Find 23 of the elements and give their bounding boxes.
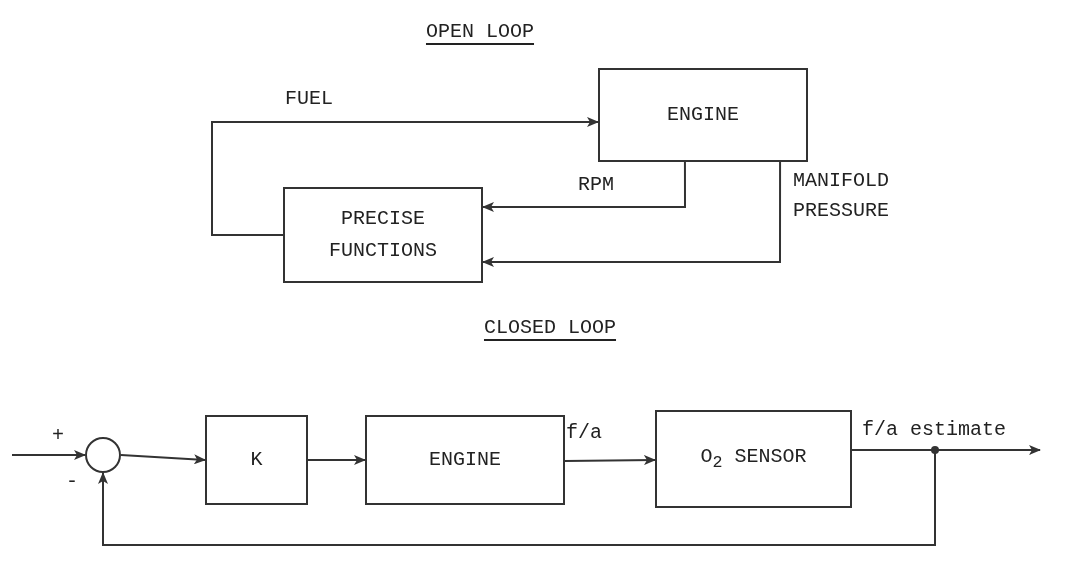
block-label: K: [249, 447, 264, 473]
summing-junction: [85, 437, 121, 473]
arrow: [564, 455, 656, 466]
arrow: [307, 455, 366, 465]
arrow: [482, 161, 686, 212]
arrow: [120, 454, 206, 465]
arrow: [211, 116, 599, 236]
arrow: [11, 450, 86, 460]
block-label: O$_{2}$ SENSOR: [699, 444, 808, 475]
sign-label: -: [66, 470, 78, 493]
block: [365, 415, 565, 505]
section-heading: OPEN LOOP: [426, 20, 534, 43]
sign-label: +: [52, 424, 64, 447]
section-heading: CLOSED LOOP: [484, 316, 616, 339]
block-label: PRECISE FUNCTIONS: [328, 206, 438, 264]
block-label: ENGINE: [428, 447, 502, 473]
block: [283, 187, 483, 283]
block: [205, 415, 308, 505]
block: [598, 68, 808, 162]
block-label: ENGINE: [666, 102, 740, 128]
arrow: [98, 449, 936, 546]
arrow: [482, 161, 782, 267]
block: [655, 410, 852, 508]
